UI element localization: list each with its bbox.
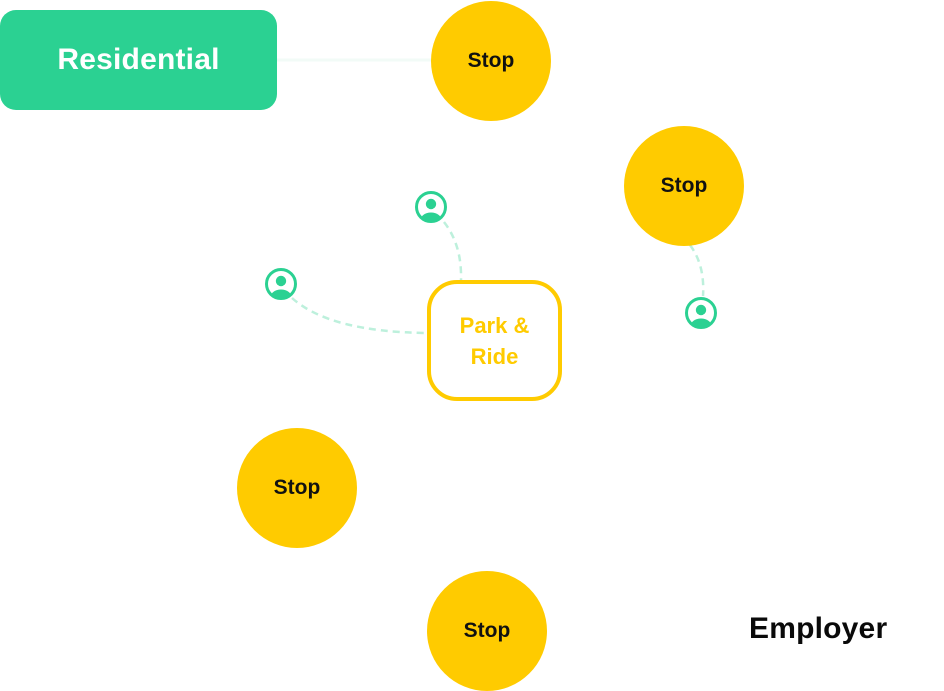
stop-label: Stop xyxy=(660,174,708,197)
stop-label: Stop xyxy=(273,476,321,499)
residential-label: Residential xyxy=(57,43,220,76)
stop-label: Stop xyxy=(463,619,511,642)
user-circle-icon[interactable] xyxy=(684,296,718,330)
user-circle-icon[interactable] xyxy=(414,190,448,224)
park-and-ride-label: Park & Ride xyxy=(459,312,530,369)
person-left-to-park-ride-connector xyxy=(291,297,428,335)
residential-node[interactable]: Residential xyxy=(0,10,277,110)
user-circle-icon[interactable] xyxy=(264,267,298,301)
stop-node-left[interactable]: Stop xyxy=(237,428,357,548)
stop-node-top[interactable]: Stop xyxy=(431,1,551,121)
park-and-ride-node[interactable]: Park & Ride xyxy=(427,280,562,401)
person-top-to-park-ride-connector xyxy=(443,221,463,281)
stop-label: Stop xyxy=(467,49,515,72)
stop-node-bottom[interactable]: Stop xyxy=(427,571,547,691)
stop-to-person-right-connector xyxy=(688,244,705,297)
employer-label: Employer xyxy=(749,612,888,645)
stop-node-right[interactable]: Stop xyxy=(624,126,744,246)
